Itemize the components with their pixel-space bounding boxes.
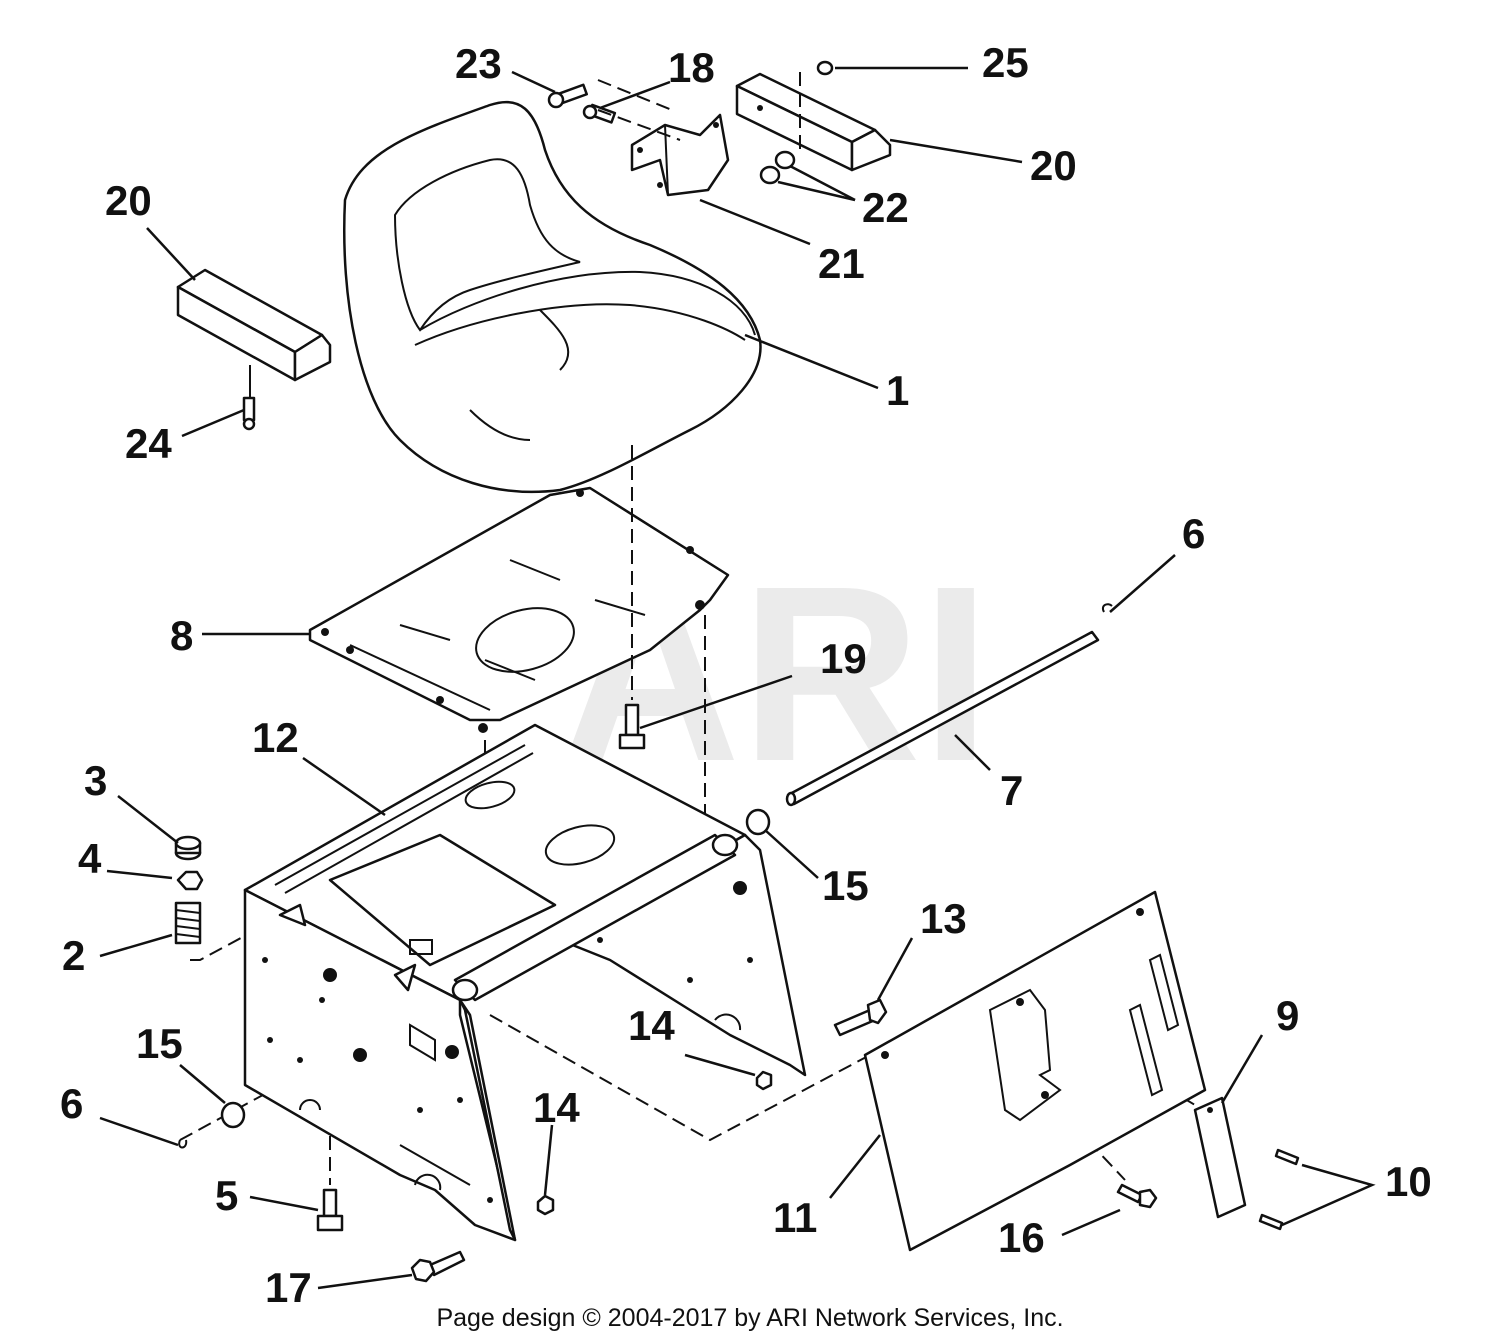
nut-14-left xyxy=(536,1194,555,1216)
callout-24: 24 xyxy=(125,420,172,467)
bolt-19 xyxy=(618,703,646,750)
callout-18: 18 xyxy=(668,44,715,91)
callout-13: 13 xyxy=(920,895,967,942)
screws-10 xyxy=(1258,1148,1300,1231)
armrest-right xyxy=(735,72,892,172)
bushing-15-left xyxy=(220,1101,246,1129)
callout-20-left: 20 xyxy=(105,177,152,224)
nuts-22 xyxy=(759,150,796,185)
clip-6-right xyxy=(1102,603,1113,613)
copyright-footer: Page design © 2004-2017 by ARI Network S… xyxy=(436,1304,1063,1332)
callout-4: 4 xyxy=(78,835,102,882)
callout-20-right: 20 xyxy=(1030,142,1077,189)
callout-2: 2 xyxy=(62,932,85,979)
bolt-5 xyxy=(316,1188,344,1232)
bolt-16 xyxy=(1116,1183,1158,1209)
bolt-23 xyxy=(547,83,588,109)
callout-15-left: 15 xyxy=(136,1020,183,1067)
plate-9 xyxy=(1193,1096,1247,1219)
callout-17: 17 xyxy=(265,1264,312,1311)
panel-11 xyxy=(863,890,1207,1252)
callout-12: 12 xyxy=(252,714,299,761)
callout-10: 10 xyxy=(1385,1158,1432,1205)
bushing-15-right xyxy=(745,808,771,836)
armrest-left xyxy=(176,268,332,382)
callout-numbers: 23 18 25 20 22 21 20 1 24 6 8 19 12 3 7 … xyxy=(60,39,1432,1311)
callout-3: 3 xyxy=(84,757,107,804)
cap-3 xyxy=(174,835,202,861)
leader-lines xyxy=(99,66,1376,1290)
callout-22: 22 xyxy=(862,184,909,231)
callout-14-middle: 14 xyxy=(628,1002,675,1049)
callout-11: 11 xyxy=(773,1194,817,1241)
rod-7 xyxy=(785,630,1100,807)
frame-12 xyxy=(243,723,807,1242)
callout-9: 9 xyxy=(1276,992,1299,1039)
callout-15-right: 15 xyxy=(822,862,869,909)
callout-16: 16 xyxy=(998,1214,1045,1261)
callout-5: 5 xyxy=(215,1172,238,1219)
callout-1: 1 xyxy=(886,367,909,414)
clip-6-left xyxy=(178,1139,188,1149)
callout-23: 23 xyxy=(455,40,502,87)
screw-24 xyxy=(242,365,256,431)
callout-25: 25 xyxy=(982,39,1029,86)
callout-14-left: 14 xyxy=(533,1084,580,1131)
nut-25 xyxy=(816,60,834,76)
callout-6-left: 6 xyxy=(60,1080,83,1127)
screw-18 xyxy=(582,103,617,124)
callout-8: 8 xyxy=(170,612,193,659)
bolt-13 xyxy=(833,998,888,1037)
bracket-21 xyxy=(630,113,730,197)
callout-7: 7 xyxy=(1000,767,1023,814)
nut-4 xyxy=(176,870,204,891)
spring-2 xyxy=(174,901,202,945)
seat-pan-8 xyxy=(308,486,730,733)
callout-21: 21 xyxy=(818,240,865,287)
callout-19: 19 xyxy=(820,635,867,682)
seat xyxy=(343,100,762,494)
callout-6-right: 6 xyxy=(1182,510,1205,557)
nut-14-middle xyxy=(755,1070,773,1091)
bolt-17 xyxy=(410,1250,466,1283)
